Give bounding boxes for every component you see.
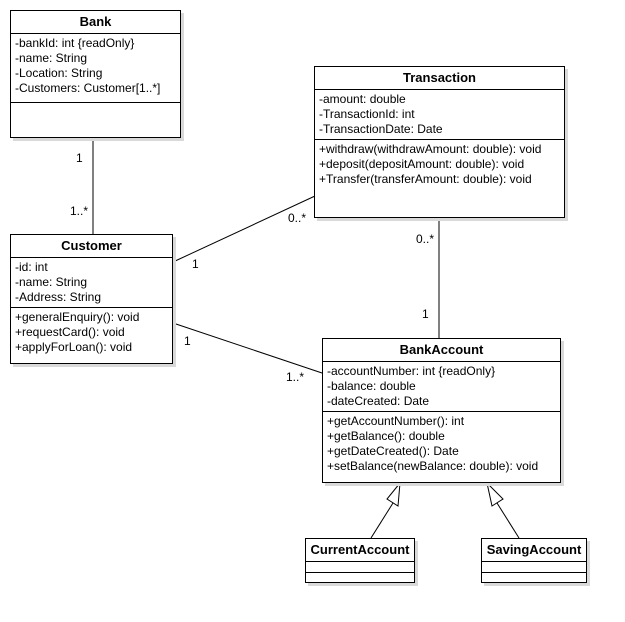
attribute: -Address: String xyxy=(15,290,102,304)
attribute: -accountNumber: int {readOnly} xyxy=(327,364,496,378)
class-bank[interactable]: Bank -bankId: int {readOnly} -name: Stri… xyxy=(10,10,181,138)
multiplicity-transaction-account-transaction-end: 0..* xyxy=(416,232,435,246)
class-savingaccount[interactable]: SavingAccount xyxy=(481,538,587,583)
operations-section: +withdraw(withdrawAmount: double): void … xyxy=(315,140,564,189)
attributes-section: -amount: double -TransactionId: int -Tra… xyxy=(315,90,564,140)
generalization-arrowhead-saving xyxy=(486,481,504,507)
class-name: CurrentAccount xyxy=(306,539,414,562)
operation: +setBalance(newBalance: double): void xyxy=(327,459,539,473)
operations-section: +getAccountNumber(): int +getBalance(): … xyxy=(323,412,560,476)
association-customer-transaction xyxy=(172,195,316,263)
attribute: -TransactionId: int xyxy=(319,107,415,121)
attribute: -amount: double xyxy=(319,92,406,106)
class-name: BankAccount xyxy=(323,339,560,362)
multiplicity-customer-transaction-transaction-end: 0..* xyxy=(288,211,307,225)
generalization-savingaccount xyxy=(496,502,520,539)
multiplicity-bank-end: 1 xyxy=(76,151,83,165)
operations-section: +generalEnquiry(): void +requestCard(): … xyxy=(11,308,172,357)
attribute: -name: String xyxy=(15,275,88,289)
multiplicity-transaction-account-account-end: 1 xyxy=(422,307,429,321)
attributes-section xyxy=(482,562,586,573)
operation: +getAccountNumber(): int xyxy=(327,414,465,428)
attributes-section: -accountNumber: int {readOnly} -balance:… xyxy=(323,362,560,412)
attribute: -name: String xyxy=(15,51,88,65)
class-name: Bank xyxy=(11,11,180,34)
operation: +deposit(depositAmount: double): void xyxy=(319,157,525,171)
operation: +requestCard(): void xyxy=(15,325,125,339)
attributes-section: -id: int -name: String -Address: String xyxy=(11,258,172,308)
attribute: -Customers: Customer[1..*] xyxy=(15,81,161,95)
class-name: Customer xyxy=(11,235,172,258)
class-transaction[interactable]: Transaction -amount: double -Transaction… xyxy=(314,66,565,218)
multiplicity-customer-account-account-end: 1..* xyxy=(286,370,305,384)
generalization-currentaccount xyxy=(370,502,394,539)
generalization-arrowhead-current xyxy=(386,481,401,507)
operations-section xyxy=(306,573,414,583)
attribute: -TransactionDate: Date xyxy=(319,122,443,136)
attribute: -dateCreated: Date xyxy=(327,394,430,408)
class-bankaccount[interactable]: BankAccount -accountNumber: int {readOnl… xyxy=(322,338,561,483)
multiplicity-customer-end: 1..* xyxy=(70,204,89,218)
attribute: -id: int xyxy=(15,260,48,274)
attributes-section: -bankId: int {readOnly} -name: String -L… xyxy=(11,34,180,103)
operation: +getDateCreated(): Date xyxy=(327,444,459,458)
operation: +Transfer(transferAmount: double): void xyxy=(319,172,532,186)
class-name: Transaction xyxy=(315,67,564,90)
attribute: -balance: double xyxy=(327,379,416,393)
class-name: SavingAccount xyxy=(482,539,586,562)
attributes-section xyxy=(306,562,414,573)
class-customer[interactable]: Customer -id: int -name: String -Address… xyxy=(10,234,173,364)
association-customer-bankaccount xyxy=(172,322,323,374)
class-currentaccount[interactable]: CurrentAccount xyxy=(305,538,415,583)
multiplicity-customer-transaction-customer-end: 1 xyxy=(192,257,199,271)
operation: +generalEnquiry(): void xyxy=(15,310,140,324)
operation: +getBalance(): double xyxy=(327,429,445,443)
operation: +applyForLoan(): void xyxy=(15,340,133,354)
multiplicity-customer-account-customer-end: 1 xyxy=(184,334,191,348)
operations-section xyxy=(482,573,586,583)
operations-section xyxy=(11,103,180,107)
attribute: -Location: String xyxy=(15,66,103,80)
attribute: -bankId: int {readOnly} xyxy=(15,36,135,50)
operation: +withdraw(withdrawAmount: double): void xyxy=(319,142,542,156)
